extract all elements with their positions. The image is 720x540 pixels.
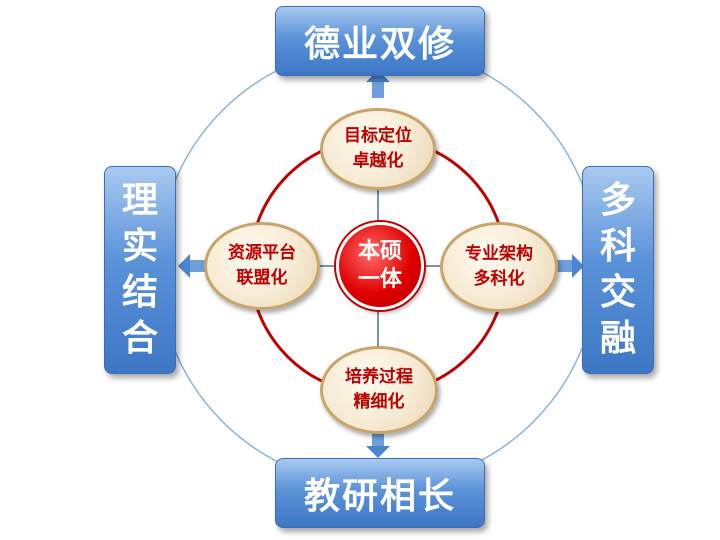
node-top: 目标定位 卓越化	[320, 108, 436, 190]
box-right-char: 多	[599, 180, 636, 221]
box-bottom-label: 教研相长	[303, 476, 456, 517]
box-left-char: 实	[121, 226, 158, 267]
node-top-line1: 目标定位	[344, 126, 412, 146]
center-line2: 一体	[357, 267, 402, 292]
arrow-down	[366, 432, 390, 458]
box-right-char: 科	[599, 226, 636, 267]
node-left-line1: 资源平台	[228, 243, 296, 263]
arrow-left	[178, 254, 206, 278]
box-top-label: 德业双修	[303, 24, 456, 65]
box-right: 多 科 交 融	[582, 166, 654, 374]
node-right-line2: 多科化	[473, 269, 525, 289]
box-bottom: 教研相长	[275, 458, 485, 528]
node-right: 专业架构 多科化	[440, 222, 558, 312]
node-left-line2: 联盟化	[236, 268, 288, 288]
arrow-up	[366, 70, 390, 98]
box-left-char: 合	[121, 318, 158, 359]
center-line1: 本硕	[357, 239, 402, 264]
center-node: 本硕 一体	[336, 222, 424, 310]
node-top-line2: 卓越化	[352, 151, 404, 171]
node-bottom-line2: 精细化	[353, 392, 405, 412]
box-left-char: 结	[121, 272, 158, 313]
node-left: 资源平台 联盟化	[204, 222, 320, 310]
box-left: 理 实 结 合	[104, 166, 176, 374]
node-right-line1: 专业架构	[465, 244, 533, 264]
box-right-char: 融	[599, 318, 636, 359]
node-bottom: 培养过程 精细化	[320, 346, 438, 434]
arrow-right	[556, 254, 584, 278]
box-right-char: 交	[599, 272, 636, 313]
box-top: 德业双修	[275, 6, 485, 76]
node-bottom-line1: 培养过程	[345, 367, 413, 387]
box-left-char: 理	[121, 180, 158, 221]
